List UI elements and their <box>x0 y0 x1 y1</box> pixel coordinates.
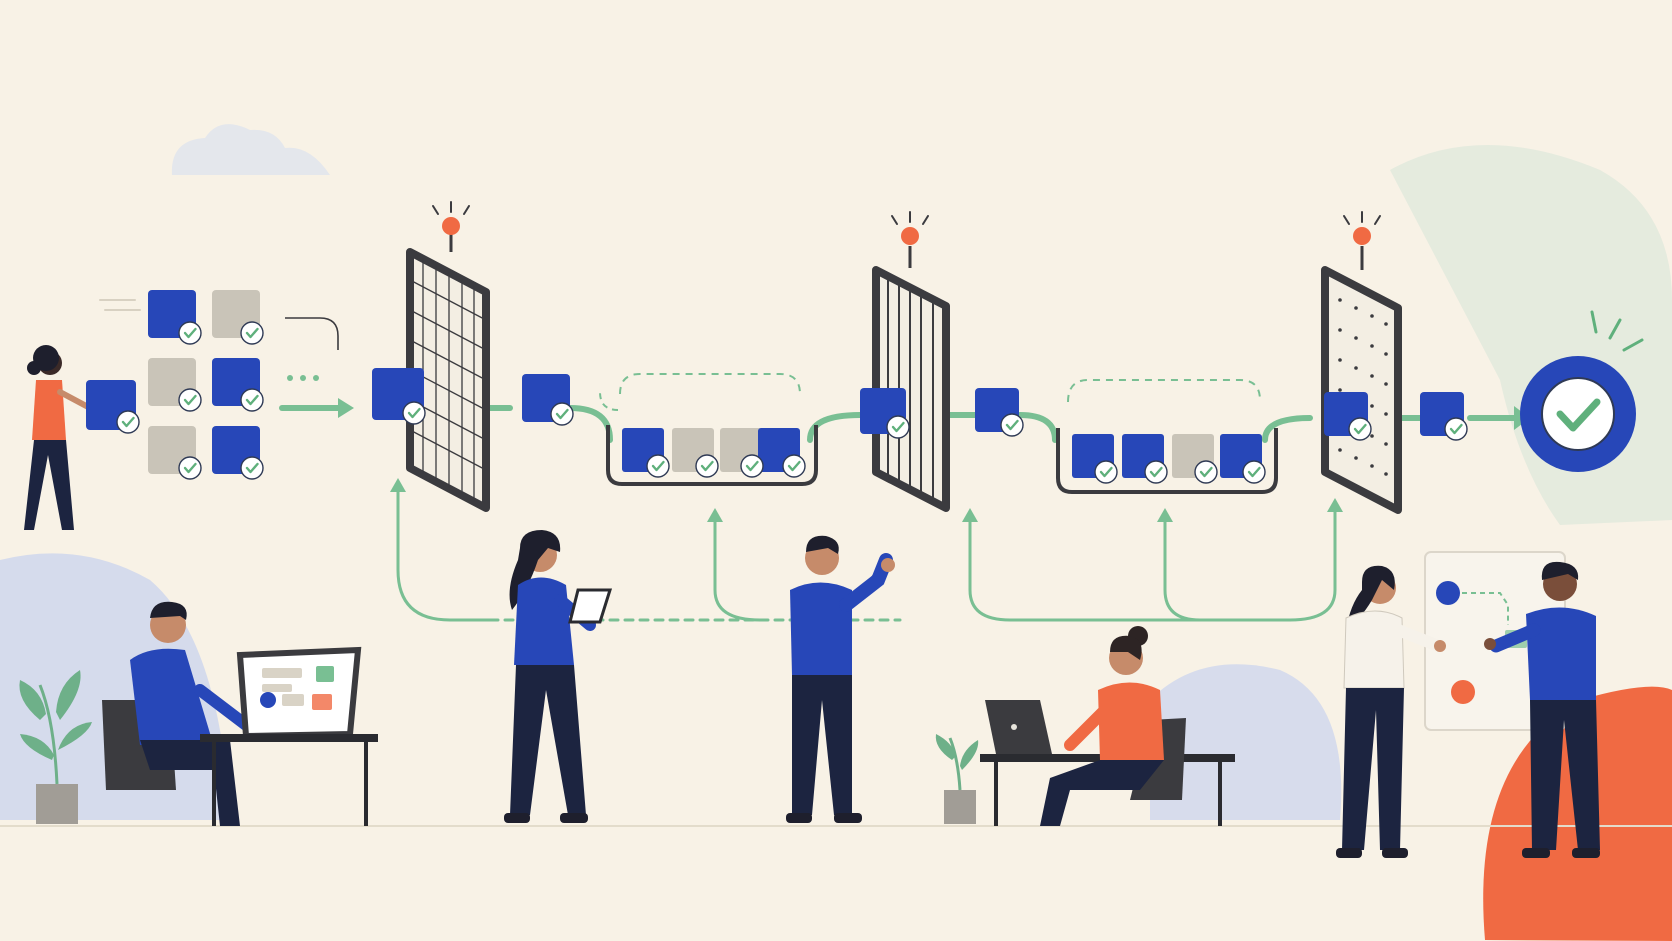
buffer-tray-2 <box>1056 379 1278 494</box>
motion-lines <box>99 299 141 311</box>
signal-light-3 <box>1353 227 1371 245</box>
plant-left <box>19 670 92 824</box>
person-presenter-1 <box>1336 565 1446 858</box>
person-laptop-worker <box>102 601 378 826</box>
person-desk-worker <box>980 626 1235 826</box>
plant-right <box>935 734 979 824</box>
gate-grid <box>406 201 490 512</box>
person-presenter-2 <box>1484 561 1600 858</box>
blob-green <box>1390 145 1672 525</box>
gate-vertical-lines <box>872 211 950 512</box>
ellipsis <box>287 375 319 381</box>
corner-line <box>285 317 339 350</box>
person-pointing-analyst <box>786 535 895 823</box>
gate-dots <box>1321 211 1402 514</box>
cloud <box>171 124 330 175</box>
person-carrier <box>24 345 141 530</box>
feedback-arrowheads <box>390 478 1343 522</box>
signal-light-2 <box>901 227 919 245</box>
success-check-badge <box>1520 310 1644 472</box>
input-cube-grid <box>148 290 265 481</box>
signal-light-1 <box>442 217 460 235</box>
blob-blue-right <box>1150 664 1342 820</box>
buffer-tray-1 <box>599 373 818 486</box>
person-tablet-reviewer <box>504 530 613 823</box>
